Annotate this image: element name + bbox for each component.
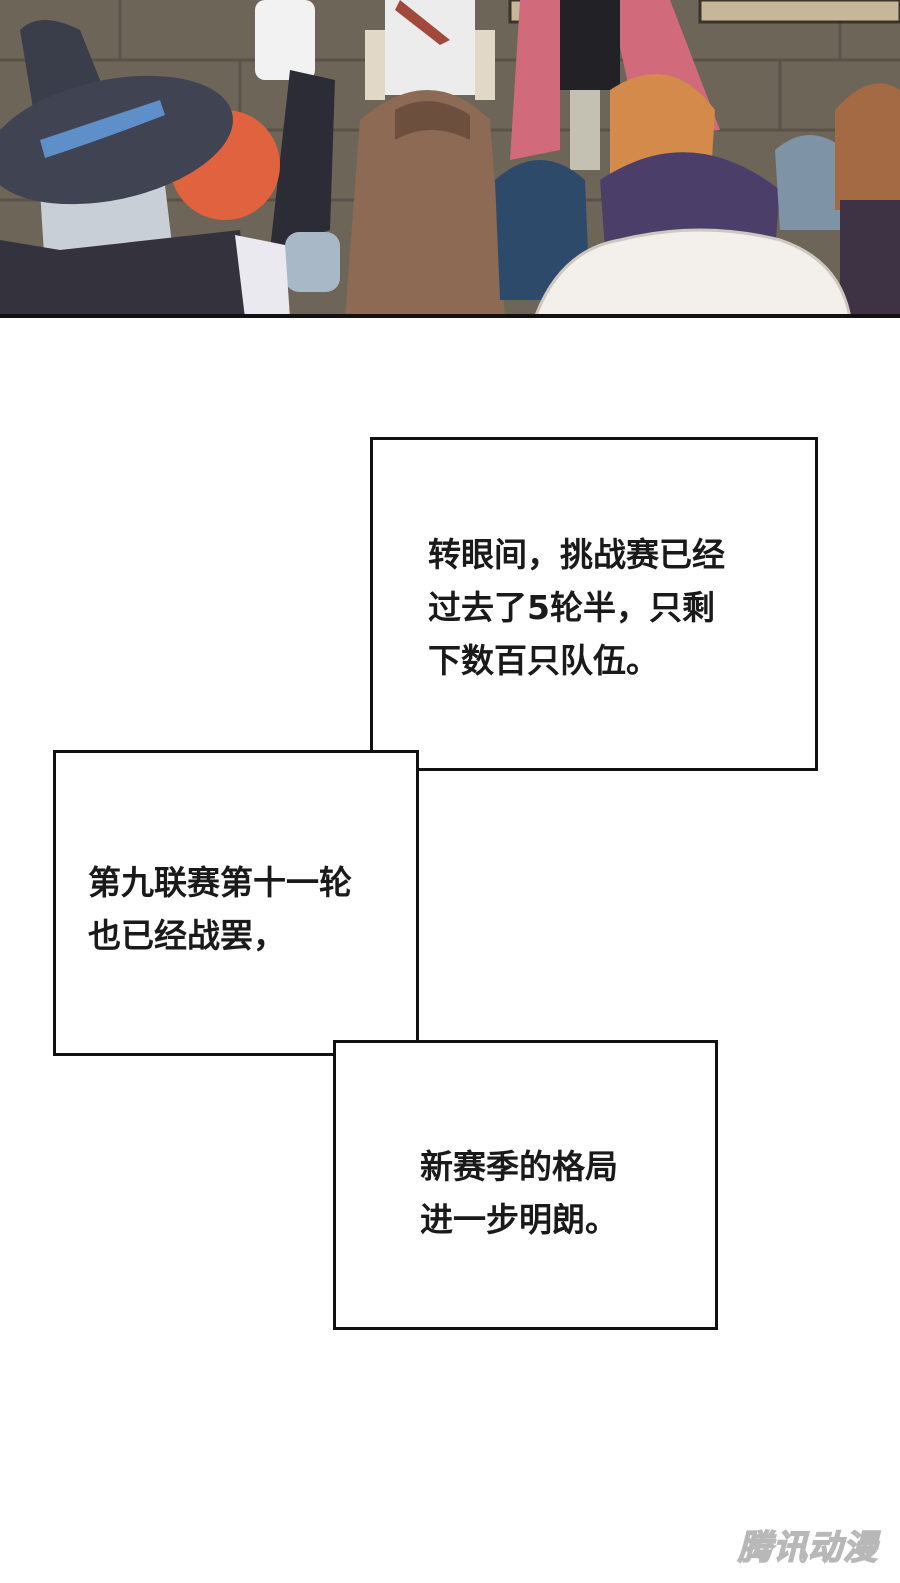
caption-text-3: 新赛季的格局 进一步明朗。 (420, 1147, 618, 1239)
caption-text-1: 转眼间，挑战赛已经 过去了5轮半，只剩 下数百只队伍。 (428, 535, 725, 680)
caption-box-1 (370, 437, 818, 771)
watermark-logo: 腾讯动漫 (737, 1527, 878, 1569)
crowd-illustration-panel (0, 0, 900, 318)
caption-box-2 (53, 750, 419, 1056)
caption-text-2: 第九联赛第十一轮 也已经战罢， (88, 863, 352, 955)
crowd-illustration (0, 0, 900, 314)
caption-box-3 (333, 1040, 718, 1330)
